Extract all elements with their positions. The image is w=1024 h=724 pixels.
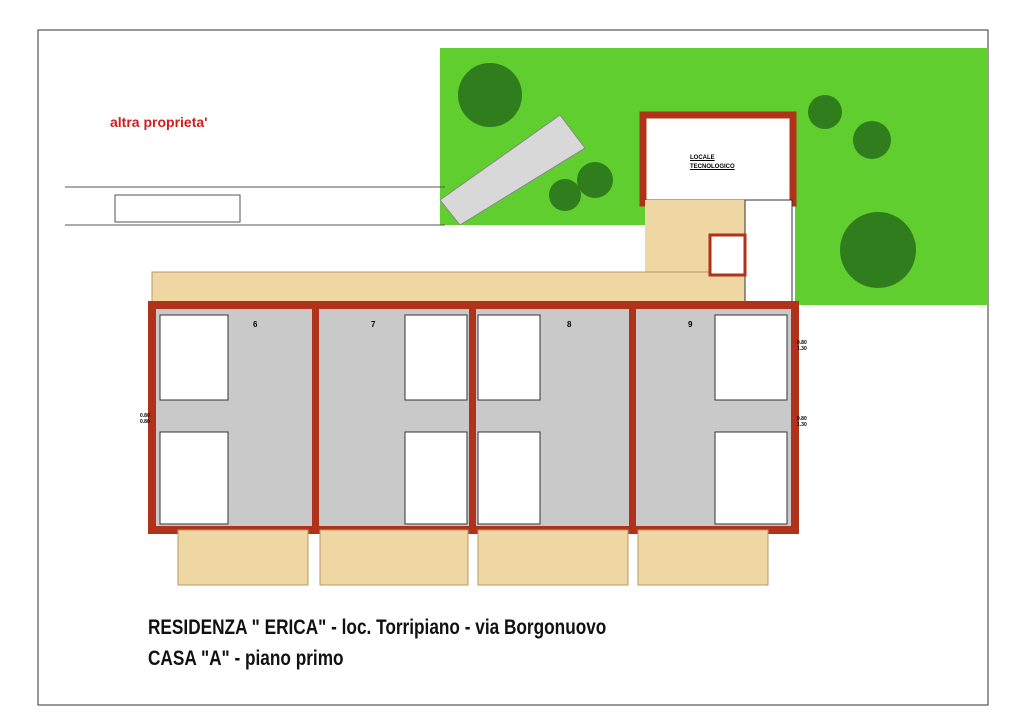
- neighbor-label: altra proprieta': [110, 114, 208, 130]
- sheet-border: [37, 29, 989, 706]
- dimension: 0.80: [797, 340, 807, 346]
- dimension: 0.80: [140, 419, 150, 425]
- unit-number: 8: [567, 320, 572, 329]
- tech-room: [639, 111, 797, 207]
- unit-number: 9: [688, 320, 693, 329]
- stone-path: [439, 114, 586, 226]
- elevator-accessible-icon: [708, 233, 747, 277]
- dimension: 0.80: [140, 413, 150, 419]
- unit-walls: [312, 305, 636, 530]
- walkway: [65, 186, 445, 226]
- stairs: [744, 199, 793, 306]
- dimension: 1.30: [797, 346, 807, 352]
- dimension: 0.80: [797, 416, 807, 422]
- tree-icons: [458, 63, 916, 288]
- dimension: 1.30: [797, 422, 807, 428]
- unit-number: 6: [253, 320, 258, 329]
- bedrooms: [159, 314, 788, 525]
- terraces: [177, 529, 769, 586]
- title-line-1: RESIDENZA " ERICA" - loc. Torripiano - v…: [148, 616, 607, 639]
- tech-room-label-1: LOCALE: [690, 155, 715, 161]
- tech-room-label-2: TECNOLOGICO: [690, 164, 735, 170]
- unit-number: 7: [371, 320, 376, 329]
- title-line-2: CASA "A" - piano primo: [148, 647, 344, 670]
